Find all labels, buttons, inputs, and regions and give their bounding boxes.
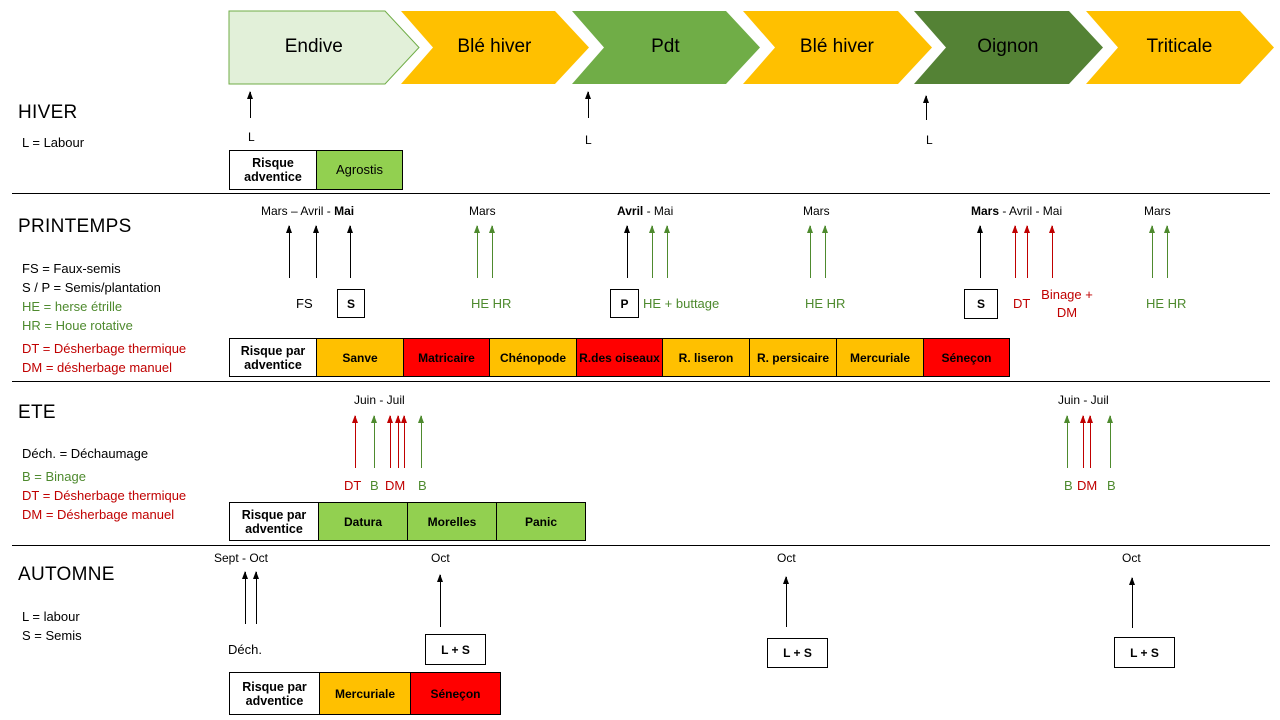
label-ete-oignon-dm: DM — [1077, 478, 1098, 493]
label-ete-dm: DM — [385, 478, 406, 493]
risk-table-hiver: Risque adventice Agrostis — [229, 150, 403, 190]
crop-label-2: Blé hiver — [457, 36, 532, 57]
legend-ete-dm: DM = Désherbage manuel — [22, 507, 175, 522]
risk-cell-printemps-5: R. liseron — [662, 339, 749, 376]
label-fs: FS — [296, 296, 313, 311]
box-ls-1: L + S — [425, 634, 486, 665]
risk-cell-printemps-1: Sanve — [316, 339, 403, 376]
risk-cell-printemps-7: Mercuriale — [836, 339, 923, 376]
month-automne-1: Sept - Oct — [214, 551, 269, 565]
box-ls-3: L + S — [1114, 637, 1175, 668]
separator-hiver-printemps — [12, 193, 1270, 194]
risk-cell-printemps-6: R. persicaire — [749, 339, 836, 376]
month-printemps-oignon: Mars - Avril - Mai — [971, 204, 1062, 218]
risk-cell-agrostis: Agrostis — [316, 151, 402, 189]
risk-cell-automne-1: Mercuriale — [319, 673, 410, 714]
label-ete-dt: DT — [344, 478, 362, 493]
separator-ete-automne — [12, 545, 1270, 546]
month-text-bold: Mars — [971, 204, 1000, 218]
label-hehr-ble1: HE HR — [471, 296, 512, 311]
legend-automne-labour: L = labour — [22, 609, 80, 624]
box-p-pdt: P — [610, 289, 639, 318]
month-text: - Avril - Mai — [999, 204, 1063, 218]
label-ete-oignon-b2: B — [1107, 478, 1116, 493]
month-printemps-ble2: Mars — [803, 204, 830, 218]
crop-label-4: Blé hiver — [799, 36, 874, 57]
box-s-endive: S — [337, 289, 365, 318]
risk-header-printemps: Risque par adventice — [230, 339, 316, 376]
risk-cell-ete-1: Datura — [318, 503, 407, 540]
month-printemps-pdt: Avril - Mai — [617, 204, 673, 218]
risk-header-hiver: Risque adventice — [230, 151, 316, 189]
legend-ete-dt: DT = Désherbage thermique — [22, 488, 187, 503]
legend-printemps-he: HE = herse étrille — [22, 299, 123, 314]
label-hiver-l-pdt: L — [585, 133, 592, 147]
risk-cell-printemps-2: Matricaire — [403, 339, 489, 376]
month-printemps-triticale: Mars — [1144, 204, 1171, 218]
month-text-bold: Mai — [334, 204, 355, 218]
label-hiver-l-oignon: L — [926, 133, 933, 147]
risk-cell-automne-2: Séneçon — [410, 673, 500, 714]
label-ete-b2: B — [418, 478, 427, 493]
label-hehr-ble2: HE HR — [805, 296, 846, 311]
box-s-oignon: S — [964, 289, 998, 319]
legend-ete-dech: Déch. = Déchaumage — [22, 446, 149, 461]
risk-header-automne: Risque par adventice — [230, 673, 319, 714]
legend-printemps-hr: HR = Houe rotative — [22, 318, 133, 333]
box-ls-2: L + S — [767, 638, 828, 668]
chevron-1 — [228, 10, 420, 85]
chevron-5 — [914, 11, 1103, 84]
legend-automne-semis: S = Semis — [22, 628, 82, 643]
risk-header-ete: Risque par adventice — [230, 503, 318, 540]
chevron-4 — [743, 11, 932, 84]
label-hiver-l-endive: L — [248, 130, 255, 144]
season-title-ete: ETE — [18, 402, 56, 423]
crop-label-6: Triticale — [1146, 36, 1213, 57]
legend-printemps-sp: S / P = Semis/plantation — [22, 280, 161, 295]
month-ete-endive: Juin - Juil — [354, 393, 405, 407]
label-dech: Déch. — [228, 642, 262, 657]
chevron-2 — [401, 11, 589, 84]
label-hehr-triticale: HE HR — [1146, 296, 1187, 311]
risk-cell-printemps-3: Chénopode — [489, 339, 576, 376]
month-text: Mars – Avril - — [261, 204, 335, 218]
risk-cell-printemps-8: Séneçon — [923, 339, 1009, 376]
month-automne-2: Oct — [431, 551, 450, 565]
label-ete-oignon-b1: B — [1064, 478, 1073, 493]
month-automne-4: Oct — [1122, 551, 1141, 565]
crop-rotation-chevrons — [228, 10, 1274, 85]
legend-printemps-dm: DM = désherbage manuel — [22, 360, 172, 375]
separator-printemps-ete — [12, 381, 1270, 382]
season-title-printemps: PRINTEMPS — [18, 216, 132, 237]
risk-cell-ete-3: Panic — [496, 503, 585, 540]
month-text-bold: Avril — [617, 204, 644, 218]
month-automne-3: Oct — [777, 551, 796, 565]
month-text: - Mai — [643, 204, 674, 218]
chevron-6 — [1086, 11, 1274, 84]
month-printemps-endive: Mars – Avril - Mai — [261, 204, 354, 218]
crop-label-3: Pdt — [651, 36, 680, 57]
risk-cell-printemps-4: R.des oiseaux — [576, 339, 662, 376]
label-binage-dm: Binage + DM — [1041, 287, 1093, 320]
season-title-hiver: HIVER — [18, 102, 78, 123]
legend-hiver-labour: L = Labour — [22, 135, 85, 150]
crop-label-1: Endive — [284, 36, 343, 57]
legend-ete-binage: B = Binage — [22, 469, 86, 484]
month-ete-oignon: Juin - Juil — [1058, 393, 1109, 407]
label-ete-b1: B — [370, 478, 379, 493]
label-he-buttage: HE + buttage — [643, 296, 720, 311]
crop-label-5: Oignon — [977, 36, 1039, 57]
risk-cell-ete-2: Morelles — [407, 503, 496, 540]
label-dt-oignon: DT — [1013, 296, 1031, 311]
chevron-3 — [572, 11, 760, 84]
season-title-automne: AUTOMNE — [18, 564, 115, 585]
legend-printemps-fs: FS = Faux-semis — [22, 261, 121, 276]
legend-printemps-dt: DT = Désherbage thermique — [22, 341, 187, 356]
month-printemps-ble1: Mars — [469, 204, 496, 218]
